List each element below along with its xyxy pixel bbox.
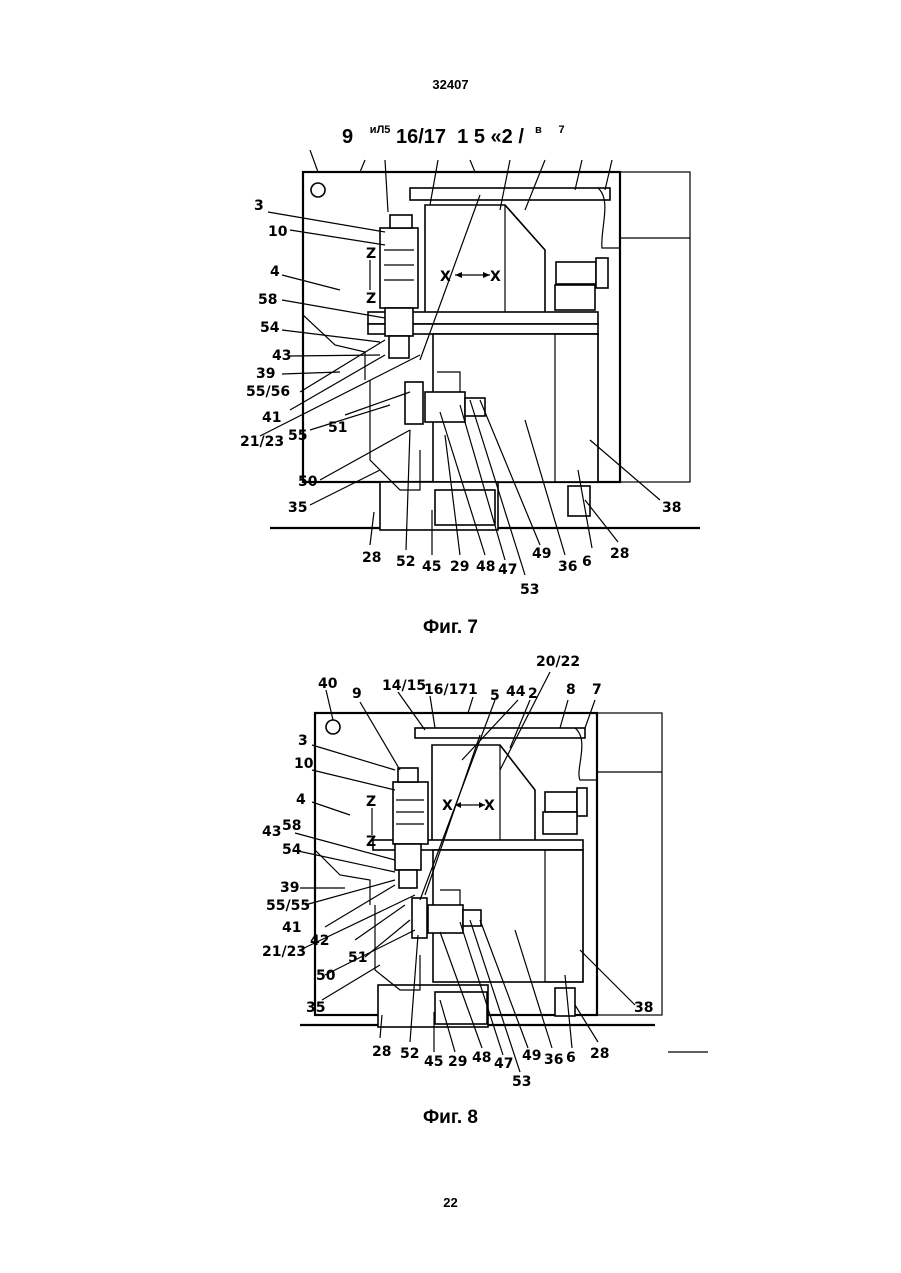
label-5: 5: [490, 688, 500, 704]
spindle-unit: [393, 782, 428, 844]
label-4: 4: [270, 264, 280, 280]
label-47: 47: [498, 562, 517, 578]
figure8-drawing: 40 9 14/15 16/17 1 44 5 2 20/22 8 7 3 10…: [0, 650, 901, 1090]
document-number: 32407: [0, 77, 901, 92]
label-2: 2: [528, 686, 538, 702]
label-28-right: 28: [590, 1046, 609, 1062]
figure8-caption: Фиг. 8: [0, 1107, 901, 1129]
label-55: 55: [288, 428, 307, 444]
figure7-header-labels: 9 иЛ5 16/17 1 5 «2 / в 7: [342, 124, 565, 149]
label-29: 29: [450, 559, 469, 575]
label-9: 9: [352, 686, 362, 702]
label-14-15: 14/15: [382, 678, 426, 694]
label-6: 6: [566, 1050, 576, 1066]
label-29: 29: [448, 1054, 467, 1070]
label-z-lower: Z: [366, 291, 376, 307]
label-55-56: 55/56: [246, 384, 290, 400]
label-48: 48: [476, 559, 495, 575]
side-cabinet: [620, 172, 690, 482]
header-label-15-2: 1 5 «2 /: [457, 126, 524, 148]
header-label-1617: 16/17: [396, 126, 446, 148]
header-label-l5: Л5: [377, 124, 391, 136]
label-38: 38: [662, 500, 681, 516]
label-35: 35: [306, 1000, 325, 1016]
figure7-caption: Фиг. 7: [0, 617, 901, 639]
label-49: 49: [532, 546, 551, 562]
label-54: 54: [260, 320, 280, 336]
label-36: 36: [558, 559, 577, 575]
label-36: 36: [544, 1052, 563, 1068]
label-39: 39: [280, 880, 299, 896]
label-38: 38: [634, 1000, 653, 1016]
page-number: 22: [0, 1195, 901, 1210]
label-7: 7: [592, 682, 602, 698]
figure7-drawing: 3 10 4 58 54 43 39 55/56 41 21/23 55 51 …: [0, 150, 901, 600]
header-label-v: в: [535, 124, 542, 136]
label-42: 42: [310, 933, 329, 949]
side-cabinet: [597, 713, 662, 1015]
label-10: 10: [268, 224, 288, 240]
label-z-lower: Z: [366, 834, 376, 850]
label-1: 1: [468, 682, 478, 698]
label-16-17: 16/17: [424, 682, 468, 698]
label-28-left: 28: [372, 1044, 391, 1060]
label-3: 3: [254, 198, 264, 214]
label-x-left: X: [440, 269, 451, 285]
label-48: 48: [472, 1050, 491, 1066]
label-50: 50: [298, 474, 318, 490]
label-45: 45: [422, 559, 441, 575]
label-x-right: X: [490, 269, 501, 285]
label-21-23: 21/23: [240, 434, 284, 450]
header-label-7: 7: [558, 124, 564, 136]
label-52: 52: [400, 1046, 419, 1062]
label-41: 41: [282, 920, 301, 936]
label-45: 45: [424, 1054, 443, 1070]
label-54: 54: [282, 842, 302, 858]
header-label-9: 9: [342, 126, 353, 148]
knob-icon: [311, 183, 325, 197]
label-58: 58: [258, 292, 277, 308]
knob-icon: [326, 720, 340, 734]
label-43: 43: [272, 348, 291, 364]
upper-carriage: [425, 205, 545, 325]
label-10: 10: [294, 756, 314, 772]
label-50: 50: [316, 968, 336, 984]
label-28-left: 28: [362, 550, 381, 566]
label-52: 52: [396, 554, 415, 570]
label-40: 40: [318, 676, 338, 692]
label-z-upper: Z: [366, 246, 376, 262]
label-58: 58: [282, 818, 301, 834]
spindle-unit: [380, 228, 418, 308]
label-8: 8: [566, 682, 576, 698]
label-49: 49: [522, 1048, 541, 1064]
label-39: 39: [256, 366, 275, 382]
label-55-55: 55/55: [266, 898, 310, 914]
label-44: 44: [506, 684, 526, 700]
label-41: 41: [262, 410, 281, 426]
label-x-left: X: [442, 798, 453, 814]
label-53: 53: [512, 1074, 531, 1090]
label-35: 35: [288, 500, 307, 516]
label-20-22: 20/22: [536, 654, 580, 670]
label-21-23: 21/23: [262, 944, 306, 960]
label-x-right: X: [484, 798, 495, 814]
label-28-right: 28: [610, 546, 629, 562]
upper-carriage: [432, 745, 535, 848]
label-3: 3: [298, 733, 308, 749]
label-43: 43: [262, 824, 281, 840]
label-4: 4: [296, 792, 306, 808]
header-label-i: и: [370, 124, 377, 136]
label-51: 51: [348, 950, 367, 966]
label-47: 47: [494, 1056, 513, 1072]
label-z-upper: Z: [366, 794, 376, 810]
label-53: 53: [520, 582, 539, 598]
label-51: 51: [328, 420, 347, 436]
label-6: 6: [582, 554, 592, 570]
